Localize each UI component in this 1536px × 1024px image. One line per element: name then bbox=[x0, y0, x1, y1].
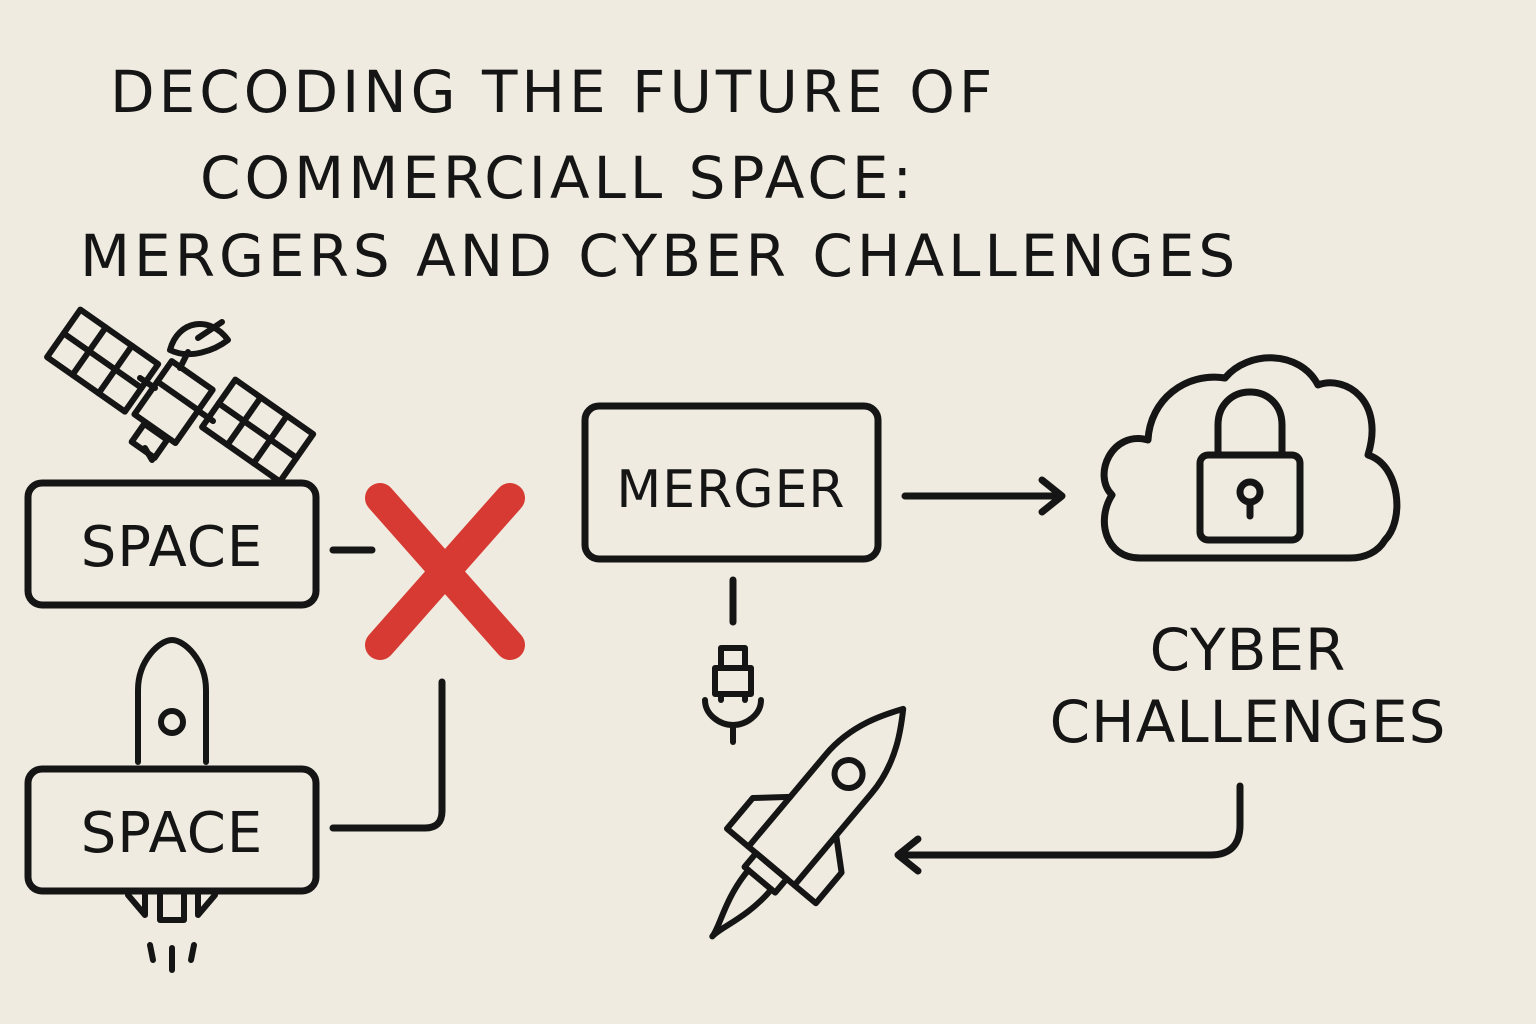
cloud-lock-icon bbox=[1100, 354, 1401, 562]
merger-node-label: MERGER bbox=[616, 460, 845, 520]
title-line-2: COMMERCIALL SPACE: bbox=[200, 144, 916, 212]
merger-node bbox=[581, 402, 882, 563]
title-line-3: MERGERS AND CYBER CHALLENGES bbox=[80, 222, 1239, 290]
connector-space-bottom-x bbox=[329, 678, 446, 832]
cyber-challenges-label-line-2: CHALLENGES bbox=[1050, 688, 1447, 756]
satellite-icon bbox=[44, 306, 317, 485]
plug-icon bbox=[702, 645, 764, 745]
title-line-1: DECODING THE FUTURE OF bbox=[110, 58, 996, 126]
arrow-cyber-to-rocket bbox=[894, 782, 1244, 875]
rocket-icon bbox=[125, 637, 218, 973]
space-node-top-label: SPACE bbox=[81, 515, 264, 580]
space-node-bottom-label: SPACE bbox=[81, 801, 264, 866]
space-node-top bbox=[24, 479, 320, 609]
red-x-icon bbox=[365, 483, 525, 660]
cyber-challenges-label-line-1: CYBER bbox=[1150, 616, 1347, 684]
space-node-bottom bbox=[24, 765, 320, 895]
arrow-merger-to-cyber bbox=[901, 476, 1066, 516]
rocket-launch-icon bbox=[709, 705, 907, 940]
